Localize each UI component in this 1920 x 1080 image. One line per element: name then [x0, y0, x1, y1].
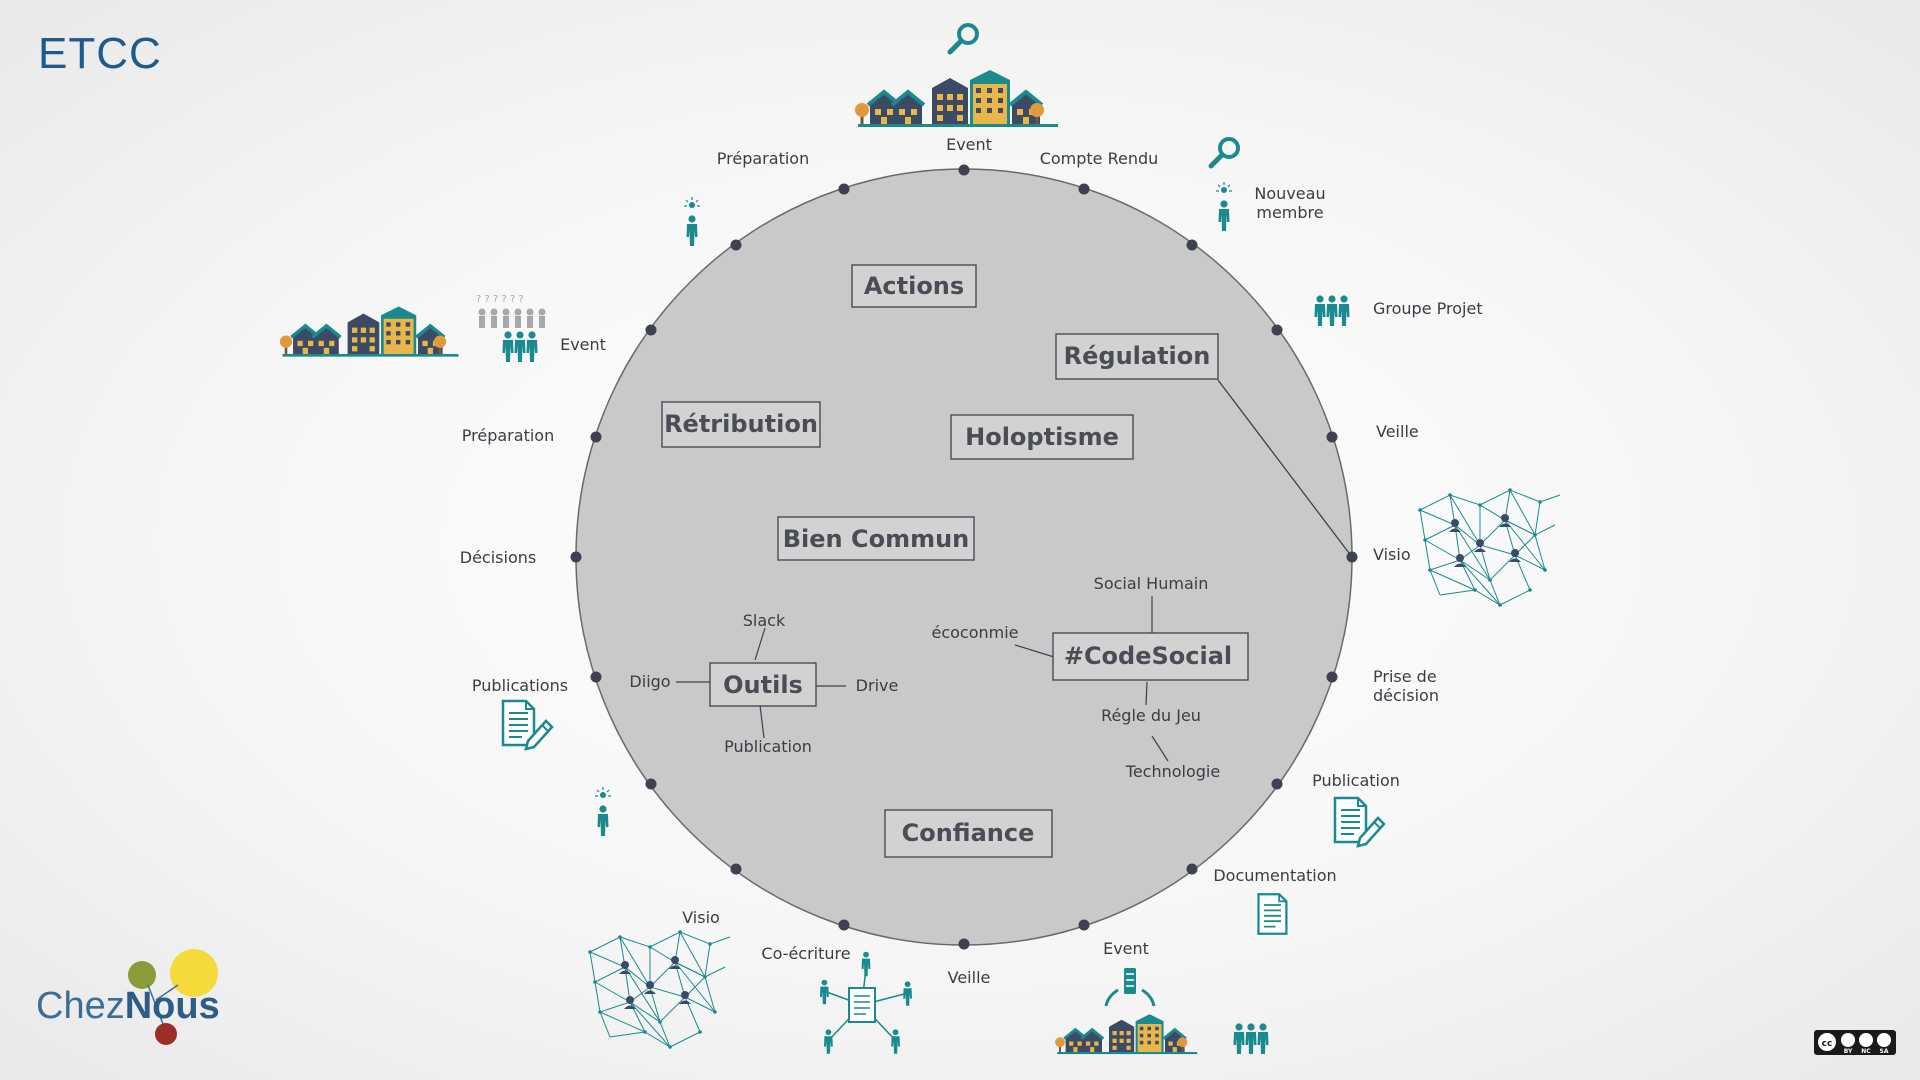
codesocial-technologie-label: Technologie [1125, 762, 1220, 781]
codesocial-social-humain-label: Social Humain [1094, 574, 1209, 593]
outils-slack-label: Slack [743, 611, 786, 630]
city-icon [280, 306, 459, 356]
box-confiance: Confiance [884, 809, 1053, 858]
document-icon [1257, 893, 1288, 935]
ring-label-veille-right: Veille [1376, 422, 1419, 441]
ring-dot [1271, 324, 1283, 336]
ring-label-veille-bottom: Veille [948, 968, 991, 987]
ring-label-event-top: Event [946, 135, 992, 154]
group-icon [1234, 1023, 1269, 1054]
ring-dot [590, 671, 602, 683]
ring-dot [570, 551, 582, 563]
person-idea-icon [1215, 181, 1233, 231]
box-outils: Outils [709, 662, 817, 707]
ring-dot [838, 919, 850, 931]
box-regulation: Régulation [1055, 333, 1219, 380]
city-icon [1055, 1014, 1197, 1054]
ring-label-event-bottom: Event [1103, 939, 1149, 958]
ring-label-coecriture: Co-écriture [761, 944, 850, 963]
question-crowd-icon: ? ? ? ? ? ? [476, 294, 546, 328]
ring-dot [645, 778, 657, 790]
group-icon [1315, 295, 1350, 326]
search-icon [950, 25, 977, 52]
ring-dot [645, 324, 657, 336]
ring-dot [1078, 919, 1090, 931]
person-idea-icon [683, 196, 701, 246]
network-map-icon [587, 929, 731, 1050]
network-map-icon [1417, 487, 1561, 608]
ring-label-preparation-left: Préparation [462, 426, 554, 445]
cheznous-logo: ChezNous [36, 949, 220, 1045]
ring-label-prise-decision-1: Prise de [1373, 667, 1437, 686]
group-icon [503, 331, 538, 362]
ring-label-visio-right: Visio [1373, 545, 1411, 564]
box-retribution: Rétribution [661, 401, 821, 448]
ring-dot [1326, 431, 1338, 443]
ring-dot [1271, 778, 1283, 790]
codesocial-regle-label: Régle du Jeu [1101, 706, 1201, 725]
ring-label-groupe-projet: Groupe Projet [1373, 299, 1483, 318]
ring-dot [838, 183, 850, 195]
ring-label-publications-left: Publications [472, 676, 568, 695]
box-retribution-label: Rétribution [664, 410, 818, 438]
svg-text:ChezNous: ChezNous [36, 985, 220, 1027]
box-actions: Actions [851, 264, 977, 308]
ring-label-publication-right: Publication [1312, 771, 1400, 790]
codesocial-connectors [1014, 596, 1169, 762]
ring-dot [1186, 863, 1198, 875]
box-regulation-label: Régulation [1064, 342, 1211, 370]
city-icon [855, 70, 1058, 127]
ring-dot [958, 938, 970, 950]
cc-by-label: BY [1844, 1048, 1853, 1055]
ring-label-visio-left: Visio [682, 908, 720, 927]
document-edit-icon [503, 701, 552, 749]
ring-label-event-left: Event [560, 335, 606, 354]
ring-dot [730, 239, 742, 251]
document-edit-icon [1335, 798, 1384, 846]
box-holoptisme: Holoptisme [950, 414, 1134, 460]
ring-dot [590, 431, 602, 443]
svg-text:? ? ? ? ? ?: ? ? ? ? ? ? [476, 294, 524, 305]
cc-nc-label: NC [1861, 1048, 1871, 1055]
ring-dot [1186, 239, 1198, 251]
brand-title: ETCC [38, 29, 162, 78]
ring-dots [570, 164, 1358, 950]
ring-label-nouveau-membre-1: Nouveau [1254, 184, 1325, 203]
share-document-icon [820, 951, 912, 1054]
box-bien-commun-label: Bien Commun [783, 525, 970, 553]
codesocial-economie-label: écoconmie [931, 623, 1018, 642]
ring-label-nouveau-membre-2: membre [1256, 203, 1323, 222]
box-outils-label: Outils [723, 671, 803, 699]
outils-connectors [676, 627, 846, 739]
ring-label-preparation-top: Préparation [717, 149, 809, 168]
search-icon [1211, 139, 1238, 166]
ring-dot [1326, 671, 1338, 683]
box-holoptisme-label: Holoptisme [965, 423, 1119, 451]
ring-dot [730, 863, 742, 875]
logo-text-nous: Nous [125, 985, 220, 1027]
box-codesocial-label: #CodeSocial [1064, 642, 1232, 670]
outils-publication-label: Publication [724, 737, 812, 756]
box-bien-commun: Bien Commun [777, 516, 975, 561]
ring-label-decisions: Décisions [460, 548, 536, 567]
ring-dot [958, 164, 970, 176]
ring-label-prise-decision-2: décision [1373, 686, 1439, 705]
cc-license-icon: cc BY NC SA [1814, 1030, 1896, 1055]
person-idea-icon [594, 786, 612, 836]
box-codesocial: #CodeSocial [1052, 632, 1249, 681]
cc-label: cc [1822, 1039, 1833, 1049]
ring-label-documentation: Documentation [1213, 866, 1336, 885]
outils-diigo-label: Diigo [629, 672, 670, 691]
regulation-connector [1217, 379, 1353, 558]
box-actions-label: Actions [864, 272, 964, 300]
ring-dot [1078, 183, 1090, 195]
ring-label-compte-rendu: Compte Rendu [1040, 149, 1159, 168]
outils-drive-label: Drive [856, 676, 899, 695]
cc-sa-label: SA [1880, 1048, 1889, 1055]
logo-text-chez: Chez [36, 985, 125, 1027]
box-confiance-label: Confiance [902, 819, 1035, 847]
share-server-icon [1104, 968, 1156, 1007]
